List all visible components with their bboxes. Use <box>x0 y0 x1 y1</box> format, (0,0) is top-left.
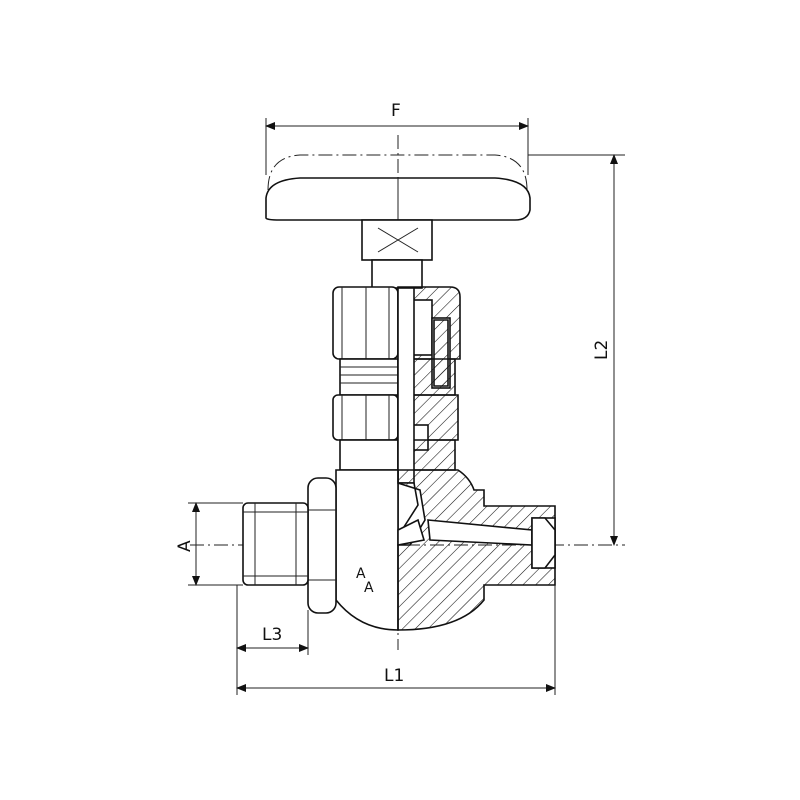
dimension-L1: L1 <box>236 585 556 695</box>
inlet-fitting <box>242 477 337 614</box>
dimension-F-label: F <box>391 101 401 121</box>
handwheel-open-position-outline <box>267 154 528 191</box>
dimension-L2: L2 <box>528 154 625 546</box>
flow-marks: A A <box>356 566 374 596</box>
valve-stem <box>397 287 419 531</box>
flow-mark-1: A <box>356 566 366 582</box>
handwheel <box>265 154 531 221</box>
valve-body <box>335 469 556 631</box>
stem-square <box>361 219 433 289</box>
dimension-L3-label: L3 <box>262 625 282 645</box>
bonnet-hex <box>332 394 459 471</box>
dimension-L3: L3 <box>236 585 309 695</box>
dimension-L2-label: L2 <box>592 340 612 360</box>
dimension-L1-label: L1 <box>384 666 404 686</box>
dimension-A-label: A <box>175 540 195 552</box>
dimension-F: F <box>265 101 529 175</box>
dimension-A: A <box>175 502 243 586</box>
flow-mark-2: A <box>364 580 374 596</box>
